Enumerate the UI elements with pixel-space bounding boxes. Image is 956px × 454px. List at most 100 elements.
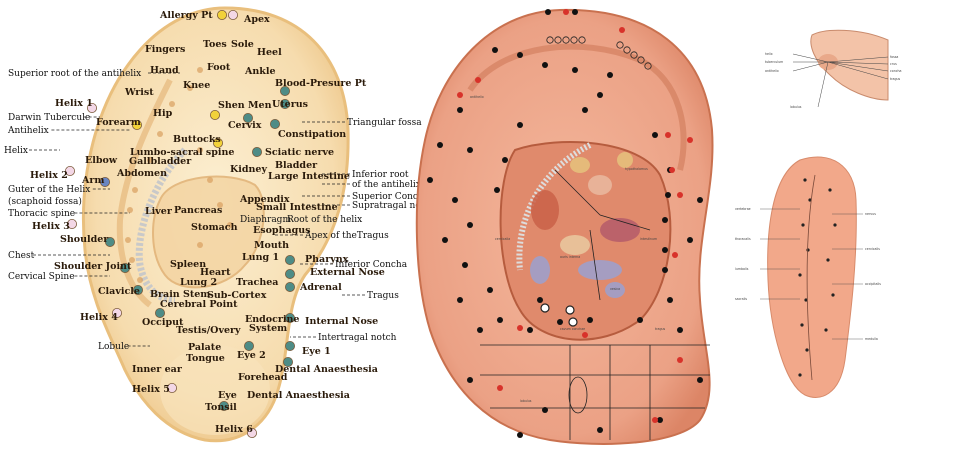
ear-point-label-hip: Hip (153, 108, 173, 119)
acupoint-dot-red (672, 252, 678, 258)
ear-point-label-trachea: Trachea (236, 277, 278, 288)
ring-marker (578, 36, 586, 44)
acupoint-dot (132, 284, 143, 295)
acupoint-dot (652, 132, 658, 138)
acupoint-dot (607, 72, 613, 78)
acupoint-dot (65, 165, 76, 176)
left-ear-antihelix (116, 78, 173, 308)
anatomy-label-supratragal-notch: Supratragal notch (352, 201, 435, 211)
acupoint-dot (87, 103, 98, 114)
back-acupoint-dot (804, 298, 808, 302)
anatomy-label-helix: Helix (4, 146, 28, 156)
acupoint-dot (120, 262, 131, 273)
acupoint-dot (209, 110, 220, 121)
ear-point-label-forearm: Forearm (96, 117, 141, 128)
organ-dot (137, 277, 143, 283)
ear-point-label-external-nose: External Nose (310, 267, 385, 278)
ear-point-label-elbow: Elbow (85, 155, 118, 166)
organ-shape (600, 218, 640, 242)
acupoint-dot (697, 377, 703, 383)
ear-point-label-forehead: Forehead (238, 372, 288, 383)
ear-point-label-pancreas: Pancreas (174, 205, 222, 216)
organ-shape (578, 260, 622, 280)
ring-marker (570, 36, 578, 44)
ear-point-label-inner-ear: Inner ear (132, 364, 183, 375)
acupoint-dot (662, 267, 668, 273)
ear-point-label-blood-presure-pt: Blood-Presure Pt (275, 78, 367, 89)
acupoint-dot (462, 262, 468, 268)
inset-leader-line (817, 61, 829, 108)
lobule-grid (480, 169, 710, 440)
acupoint-dot-red (677, 357, 683, 363)
inset-leader-line (827, 61, 889, 65)
target-marker (568, 317, 578, 327)
acupoint-dot-red (582, 332, 588, 338)
organ-shape (570, 157, 590, 173)
left-ear-lobule (160, 345, 270, 435)
inset-label-tuberculum: tuberculum (765, 60, 783, 64)
ear-point-label-appendix: Appendix (239, 194, 290, 205)
ear-point-label-kidney: Kidney (230, 164, 267, 175)
ear-point-label-occiput: Occiput (142, 317, 184, 328)
acupoint-dot-red (665, 132, 671, 138)
ear-point-label-heart: Heart (200, 267, 231, 278)
back-acupoint-dot (798, 273, 802, 277)
organ-dot (127, 207, 133, 213)
ear-point-label-ankle: Ankle (244, 66, 276, 77)
acupoint-dot-red (457, 92, 463, 98)
acupoint-dot (131, 120, 142, 131)
acupoint-dot-red (669, 167, 675, 173)
ear-point-label-brain-stem: Brain Stem (150, 289, 210, 300)
acupoint-dot (284, 268, 295, 279)
acupoint-dot (667, 297, 673, 303)
ear-point-label-knee: Knee (183, 80, 210, 91)
center-tiny-label-lobulus: lobulus (520, 399, 532, 403)
acupoint-dot-red (652, 417, 658, 423)
inset-label-antihelix: antihelix (765, 69, 779, 73)
target-marker (565, 305, 575, 315)
acupoint-dot (665, 192, 671, 198)
back-label-cervicalis: cervicalis (865, 247, 880, 251)
ear-point-label-tonsil: Tonsil (205, 402, 237, 413)
acupoint-dot (597, 92, 603, 98)
acupoint-dot (662, 247, 668, 253)
ear-point-label-bladder: Bladder (275, 160, 318, 171)
acupoint-dot (537, 297, 543, 303)
anatomy-label-intertragal-notch: Intertragal notch (318, 333, 397, 343)
acupoint-dot (284, 281, 295, 292)
acupoint-dot-red (517, 325, 523, 331)
back-label-thoracalis: thoracalis (735, 237, 751, 241)
acupoint-dot (216, 9, 227, 20)
center-tiny-label-hypothalamus: hypothalamus (625, 167, 648, 171)
ear-point-label-liver: Liver (145, 206, 173, 217)
acupoint-dot (212, 137, 223, 148)
acupoint-dot (637, 317, 643, 323)
acupoint-dot (284, 312, 295, 323)
center-tiny-label-cervicalia: cervicalia (495, 237, 510, 241)
acupoint-dot (105, 236, 116, 247)
acupoint-dot (517, 432, 523, 438)
acupoint-dot (572, 9, 578, 15)
ear-point-label-gallbladder: Gallbladder (129, 156, 192, 167)
back-label-occipitalis: occipitalis (865, 282, 881, 286)
ear-point-label-shen-men: Shen Men (218, 100, 272, 111)
inset-label-lobulus: lobulus (790, 105, 802, 109)
ear-point-label-cerebral-point: Cerebral Point (160, 299, 238, 310)
ring-marker (644, 62, 652, 70)
center-tiny-label-auris-interna: auris interna (560, 255, 580, 259)
anatomy-label-apex-of-thetragus: Apex of theTragus (304, 231, 389, 241)
ear-point-label-small-intestine: Small Intestine (256, 202, 338, 213)
back-acupoint-dot (828, 188, 832, 192)
ear-point-label-helix-3: Helix 3 (32, 221, 70, 232)
acupoint-dot-red (687, 137, 693, 143)
grid-line (589, 229, 601, 301)
ear-point-label-esophagus: Esophagus (253, 225, 311, 236)
ear-point-label-toes: Toes (203, 39, 227, 50)
acupoint-dot (557, 319, 563, 325)
acupoint-dot (517, 122, 523, 128)
ear-point-label-helix-1: Helix 1 (55, 98, 93, 109)
ear-point-label-spleen: Spleen (170, 259, 206, 270)
acupoint-dot (246, 427, 257, 438)
